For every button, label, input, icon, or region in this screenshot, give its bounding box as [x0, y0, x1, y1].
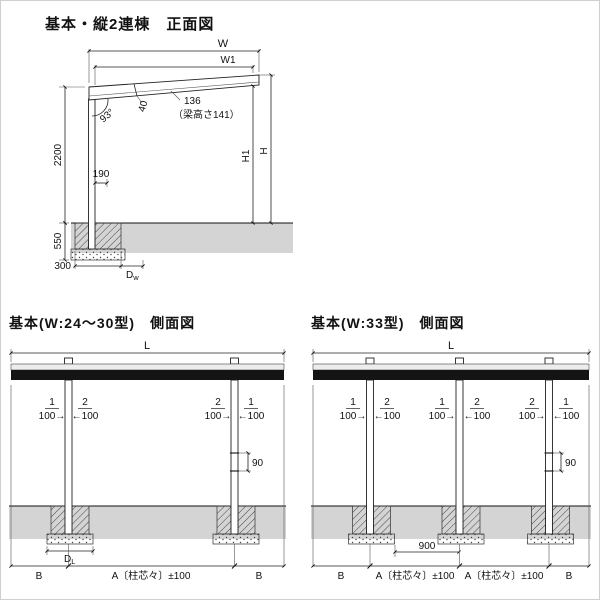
slope-num: 1	[563, 397, 569, 408]
dim-dl-label: DL	[64, 554, 75, 566]
gravel-layer	[527, 533, 574, 545]
beam	[313, 370, 589, 380]
dim-b-label: B	[566, 571, 573, 582]
footing-hatch	[462, 505, 481, 535]
front-view-title: 基本・縦2連棟 正面図	[45, 16, 215, 33]
dim-b-label: B	[338, 571, 345, 582]
gravel-layer	[348, 533, 395, 545]
post-bracket	[365, 357, 375, 365]
footing-hatch	[71, 505, 90, 535]
slope-num: 2	[215, 397, 221, 408]
footing-hatch	[373, 505, 391, 535]
dim-a-span-label: A〔柱芯々〕±100	[465, 569, 544, 582]
side-view-small-drawing: L 1 100→ 2 ←100 2 100→ 1 ←100	[9, 340, 286, 582]
slope-num: 2	[384, 397, 390, 408]
dim-90-label: 90	[565, 458, 577, 469]
gravel-layer	[212, 533, 260, 545]
post-bracket	[544, 357, 554, 365]
footing-hatch	[441, 505, 457, 535]
slope-num: 1	[49, 397, 55, 408]
slope-den: 100→	[519, 411, 546, 422]
dim-900-label: 900	[419, 541, 436, 552]
slope-den: ←100	[464, 411, 491, 422]
slope-num: 2	[474, 397, 480, 408]
side-view-small-title: 基本(W:24〜30型) 側面図	[9, 315, 196, 331]
post-bracket	[455, 357, 464, 365]
dim-2200-label: 2200	[53, 143, 64, 166]
dim-136-label: 136	[184, 96, 201, 107]
slope-den: ←100	[553, 411, 580, 422]
footing-hatch	[531, 505, 546, 535]
post-bracket	[230, 357, 239, 365]
roof-edge	[312, 363, 590, 371]
dim-a-span-label: A〔柱芯々〕±100	[376, 569, 455, 582]
dim-h-label: H	[259, 147, 270, 154]
sv2-dimensions: L 1 100→ 2 ←100 1 100→ 2 ←100 2 100→ 1 ←…	[311, 340, 591, 582]
footing-hatch	[237, 505, 256, 535]
sv1-structure	[10, 357, 285, 535]
footing-hatch	[74, 222, 89, 250]
sv2-ground-foundation	[311, 505, 591, 545]
gravel-layer	[437, 533, 485, 545]
dim-190-label: 190	[93, 169, 110, 180]
post	[366, 379, 374, 535]
post	[545, 379, 553, 535]
slope-den: 100→	[340, 411, 367, 422]
sv1-dimensions: L 1 100→ 2 ←100 2 100→ 1 ←100	[9, 340, 286, 582]
post	[230, 379, 239, 535]
angle-93-label: 93°	[98, 107, 117, 125]
dim-w-label: W	[218, 38, 229, 50]
slope-den: 100→	[429, 411, 456, 422]
footing-hatch	[352, 505, 367, 535]
dim-l-label: L	[448, 340, 454, 352]
dim-40-label: 40	[137, 99, 151, 113]
dim-b-label: B	[256, 571, 263, 582]
slope-num: 1	[350, 397, 356, 408]
slope-num: 1	[248, 397, 254, 408]
slope-den: 100→	[39, 411, 66, 422]
dim-dw-label: Dw	[126, 270, 139, 282]
beam	[11, 370, 284, 380]
dim-h1-label: H1	[241, 149, 252, 162]
dim-b-label: B	[36, 571, 43, 582]
footing-hatch	[94, 222, 122, 250]
side-view-large-drawing: L 1 100→ 2 ←100 1 100→ 2 ←100 2 100→ 1 ←…	[311, 340, 591, 582]
roof-panel	[88, 74, 260, 101]
front-ground-foundation	[70, 222, 293, 261]
roof-edge	[10, 363, 285, 371]
slope-den: ←100	[374, 411, 401, 422]
front-view-drawing: W W1 2200 93° 40 136	[53, 38, 293, 282]
post	[455, 379, 464, 535]
gravel-layer	[46, 533, 94, 545]
dim-90-label: 90	[252, 458, 264, 469]
sv1-ground-foundation	[9, 505, 286, 545]
post	[64, 379, 73, 535]
gravel-layer	[70, 248, 126, 261]
dim-550-label: 550	[53, 232, 64, 249]
slope-num: 2	[82, 397, 88, 408]
slope-den: ←100	[72, 411, 99, 422]
dim-w1-label: W1	[221, 55, 236, 66]
slope-num: 1	[439, 397, 445, 408]
front-structure	[88, 74, 260, 250]
post-bracket	[64, 357, 73, 365]
dim-300-label: 300	[54, 261, 71, 272]
slope-den: 100→	[205, 411, 232, 422]
sv2-structure	[312, 357, 590, 535]
footing-hatch	[50, 505, 66, 535]
beam-height-note: （梁高さ141）	[173, 108, 240, 121]
footing-hatch	[552, 505, 570, 535]
side-view-large-title: 基本(W:33型) 側面図	[311, 315, 465, 331]
slope-num: 2	[529, 397, 535, 408]
dim-l-label: L	[144, 340, 150, 352]
footing-hatch	[216, 505, 232, 535]
dim-a-span-label: A〔柱芯々〕±100	[112, 569, 191, 582]
slope-den: ←100	[238, 411, 265, 422]
